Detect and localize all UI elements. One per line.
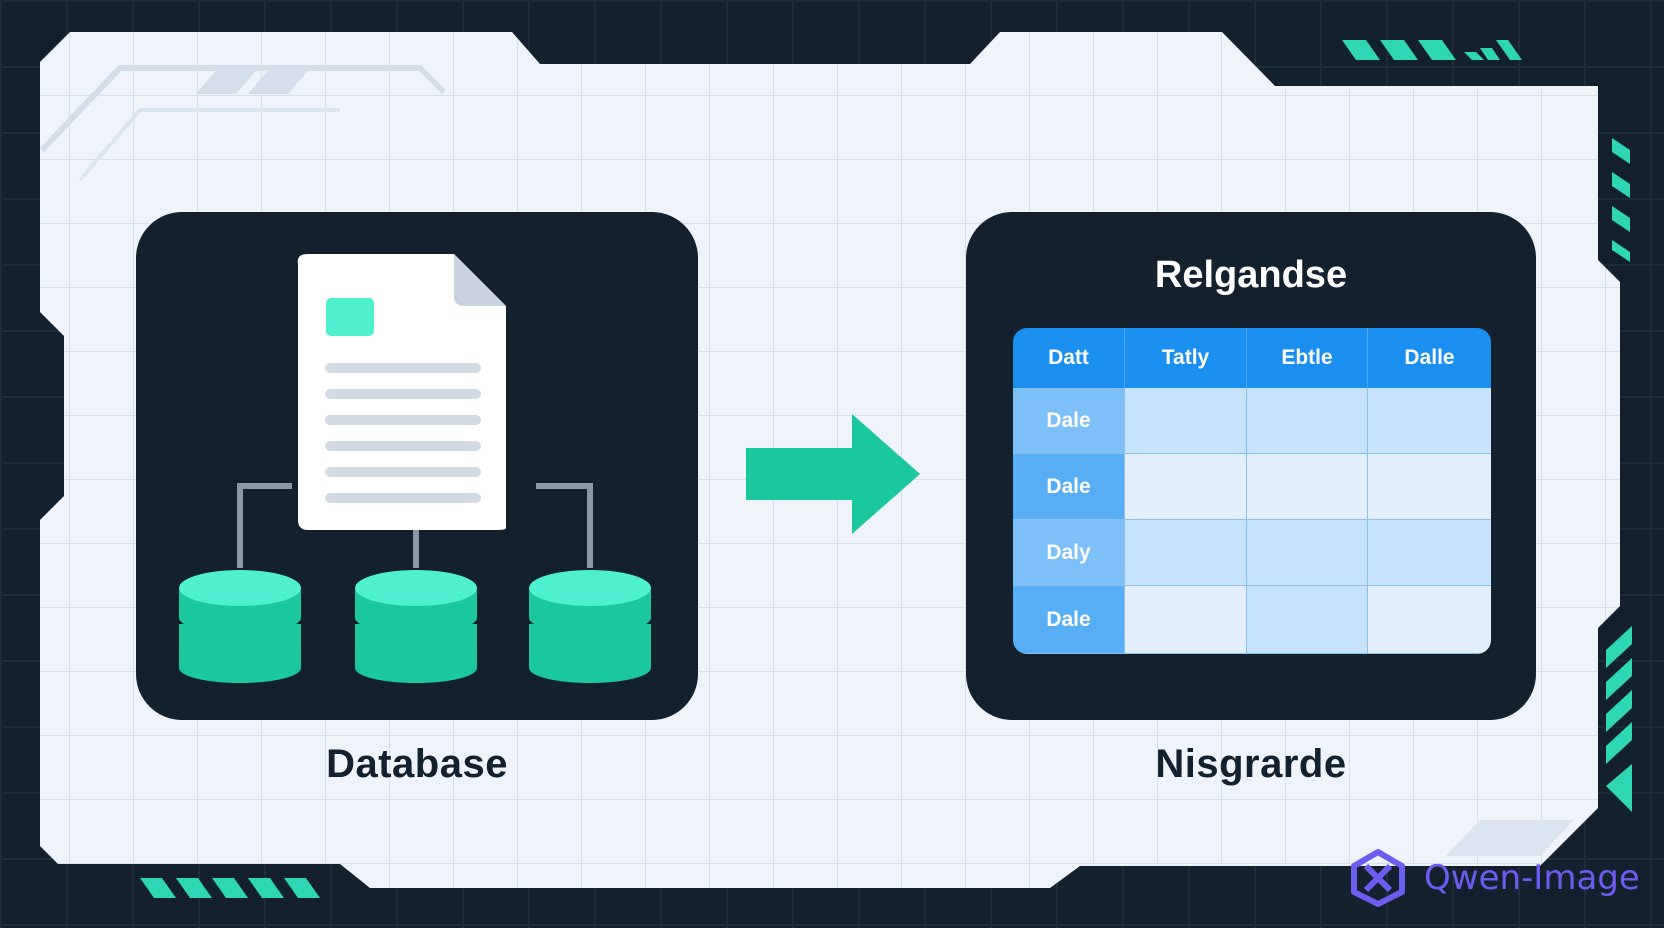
table-cell <box>1368 454 1491 520</box>
table-row-label: Dale <box>1013 454 1125 520</box>
qwen-logo-icon <box>1351 849 1405 907</box>
table-cell <box>1125 586 1247 654</box>
table-cell <box>1368 586 1491 654</box>
table-cell <box>1368 388 1491 454</box>
table-header-cell: Dalle <box>1368 328 1491 388</box>
table-cell <box>1247 520 1368 586</box>
table-panel: Relgandse Datt Tatly Ebtle Dalle Dale Da… <box>966 212 1536 720</box>
table-cell <box>1125 454 1247 520</box>
table-header-cell: Ebtle <box>1247 328 1368 388</box>
frame-deco-stripe <box>248 66 312 94</box>
watermark-text: Qwen-Image <box>1424 858 1640 898</box>
teal-stripes-bottom <box>140 878 320 898</box>
table-row-label: Daly <box>1013 520 1125 586</box>
table-header-cell: Datt <box>1013 328 1125 388</box>
frame-deco-line <box>39 65 447 153</box>
document-icon <box>297 254 506 530</box>
data-table: Datt Tatly Ebtle Dalle Dale Dale Daly Da… <box>1013 328 1491 654</box>
database-icon <box>529 570 651 683</box>
database-icon <box>179 570 301 683</box>
table-cell <box>1247 388 1368 454</box>
frame-deco-stripe <box>196 66 260 94</box>
teal-stripes-top <box>1342 40 1522 60</box>
table-title: Relgandse <box>1154 254 1348 296</box>
arrow-right-icon <box>746 414 920 534</box>
table-cell <box>1125 520 1247 586</box>
database-caption: Database <box>326 742 508 786</box>
watermark: Qwen-Image <box>1346 846 1640 910</box>
table-caption: Nisgrarde <box>1155 742 1347 786</box>
table-cell <box>1247 454 1368 520</box>
frame-deco-stripe <box>1446 820 1574 856</box>
table-cell <box>1247 586 1368 654</box>
table-header-cell: Tatly <box>1125 328 1247 388</box>
database-panel <box>136 212 698 720</box>
database-icon <box>355 570 477 683</box>
table-row-label: Dale <box>1013 388 1125 454</box>
frame-deco-line <box>78 108 340 182</box>
table-cell <box>1125 388 1247 454</box>
teal-stripes-right-lower <box>1606 626 1632 812</box>
teal-stripes-right-upper <box>1612 138 1630 262</box>
table-row-label: Dale <box>1013 586 1125 654</box>
table-cell <box>1368 520 1491 586</box>
